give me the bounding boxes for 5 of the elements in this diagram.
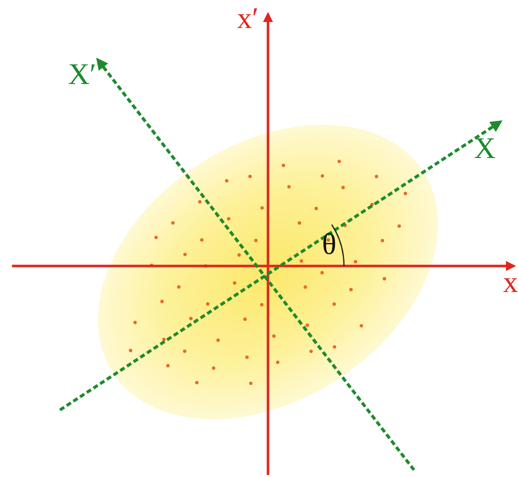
axis-label: x: [503, 268, 518, 298]
angle-label: θ: [322, 230, 336, 260]
axis-label: x′: [237, 4, 259, 34]
axis-label: X′: [68, 60, 96, 90]
axis-label: X: [474, 134, 496, 164]
